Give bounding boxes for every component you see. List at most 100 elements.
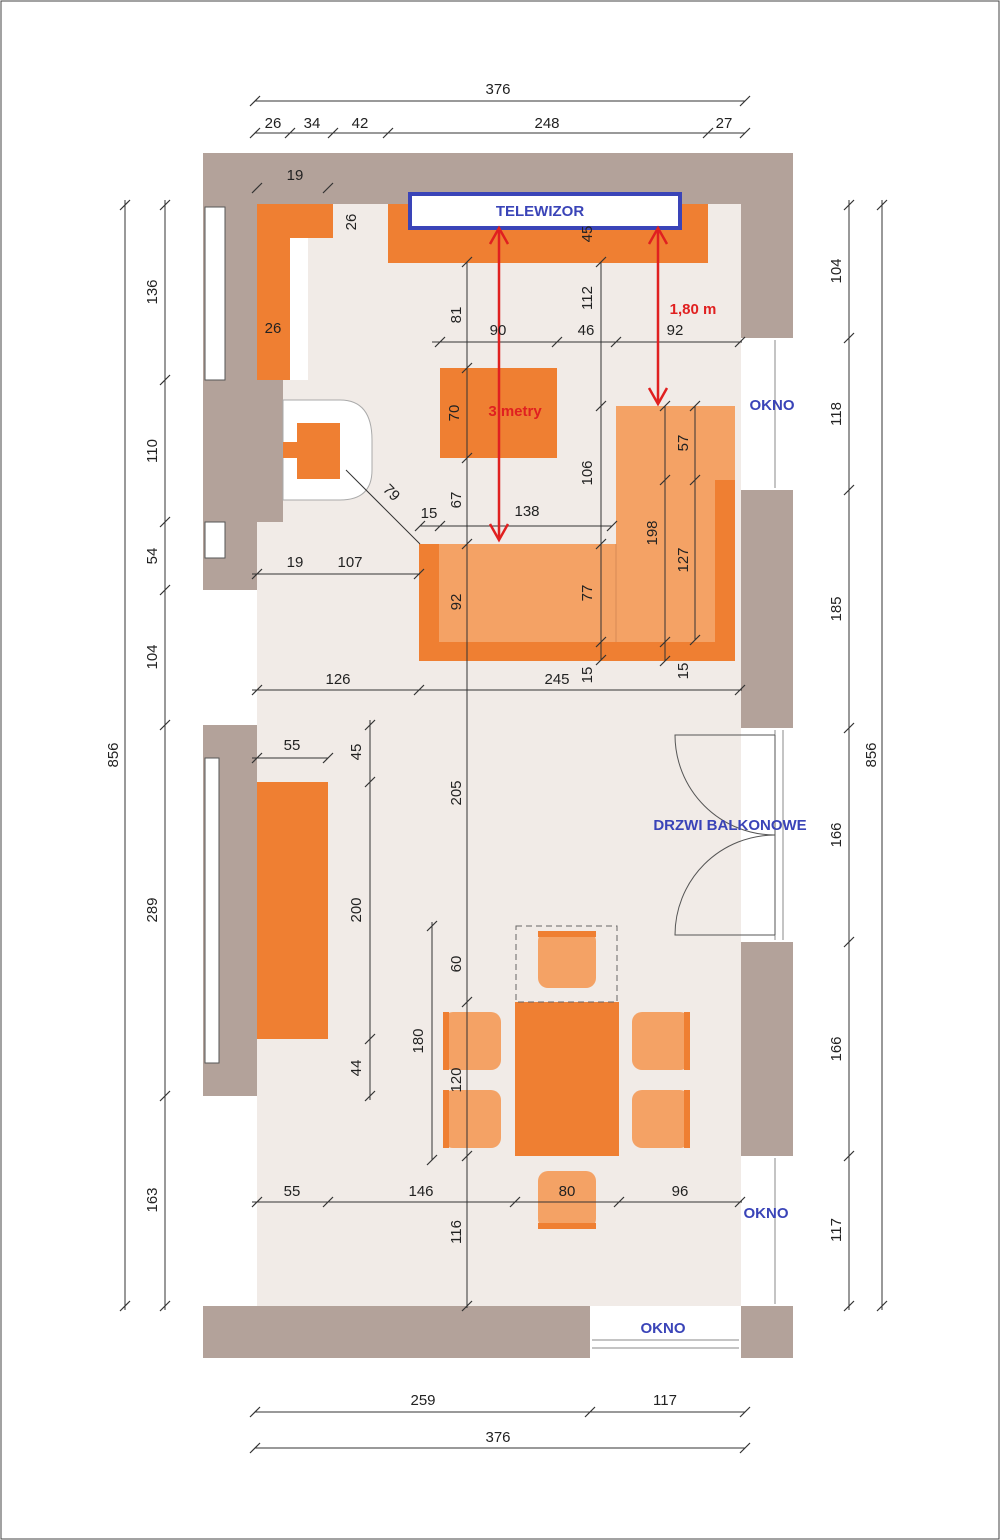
dim-tick [159,719,171,731]
dim-45-shelf: 45 [348,744,365,761]
dim-tick [509,1196,521,1208]
dim-top-seg5: 27 [716,115,733,132]
dim-tick [595,256,607,268]
dim-tick [322,752,334,764]
dim-tick [689,400,701,412]
dim-tick [689,474,701,486]
dim-tick [413,684,425,696]
label-okno-right-top: OKNO [750,397,795,414]
dim-right-total: 856 [863,742,880,767]
dim-tick [461,1300,473,1312]
dim-180: 180 [410,1028,427,1053]
label-1-80m: 1,80 m [670,301,717,318]
dim-tick [659,655,671,667]
dim-tick [739,127,751,139]
opening-right-top [741,338,793,490]
dim-126: 126 [325,671,350,688]
dim-tick [876,199,888,211]
dim-245: 245 [544,671,569,688]
label-drzwi-balkonowe: DRZWI BALKONOWE [653,817,806,834]
dim-tick [159,374,171,386]
dim-tick [413,568,425,580]
dim-tick [327,127,339,139]
dim-tick [251,182,263,194]
dim-15-a: 15 [421,505,438,522]
dim-60: 60 [448,956,465,973]
dim-tick [284,127,296,139]
dim-tick [613,1196,625,1208]
label-3-metry: 3 metry [488,403,542,420]
dim-tick [322,1196,334,1208]
dim-tick [364,1033,376,1045]
dim-top-seg2: 34 [304,115,321,132]
opening-right-bottom [741,1156,793,1306]
dim-tick [659,474,671,486]
wall-column [225,380,283,522]
dimension-lines [124,100,883,1449]
dim-right-104: 104 [828,258,845,283]
dim-90: 90 [490,322,507,339]
dim-tick [734,684,746,696]
dim-tick [595,400,607,412]
dim-15-c: 15 [675,663,692,680]
dim-tick [159,1300,171,1312]
balcony-door [674,734,776,936]
opening-bottom [590,1306,741,1358]
dim-tick [843,199,855,211]
dim-tick [876,1300,888,1312]
dim-205: 205 [448,780,465,805]
dim-right-117: 117 [828,1218,845,1242]
dim-15-b: 15 [579,667,596,684]
dim-tick [249,95,261,107]
dim-bottom-seg1: 259 [410,1392,435,1409]
dim-tick [551,336,563,348]
dim-77: 77 [579,585,596,602]
tv: TELEWIZOR [408,192,682,230]
dim-tick [659,636,671,648]
dim-left-136: 136 [144,279,161,304]
chair-left-2 [443,1090,501,1148]
dim-tick [249,127,261,139]
wall-gap-left-mid [203,590,257,725]
dim-tick [843,1150,855,1162]
dim-tick [119,199,131,211]
dim-tick [364,719,376,731]
dimension-texts: 376 26 34 42 248 27 259 117 376 856 136 … [105,81,880,1446]
dim-tick [382,127,394,139]
dim-tick [159,1090,171,1102]
dim-left-104: 104 [144,644,161,669]
dim-right-166a: 166 [828,822,845,847]
dim-26-b: 26 [265,320,282,337]
dim-70: 70 [446,405,463,422]
dim-tick [322,182,334,194]
dim-left-total: 856 [105,742,122,767]
dim-tick [734,1196,746,1208]
dim-55-top: 55 [284,737,301,754]
dim-55-bot: 55 [284,1183,301,1200]
dim-200: 200 [348,897,365,922]
dim-107: 107 [337,554,362,571]
dim-80: 80 [559,1183,576,1200]
labels: 3 metry 1,80 m OKNO DRZWI BALKONOWE OKNO… [488,301,806,1337]
dim-92-top: 92 [667,322,684,339]
dim-198: 198 [644,520,661,545]
dim-left-163: 163 [144,1187,161,1212]
dim-92-sofa: 92 [448,594,465,611]
dim-left-54: 54 [144,548,161,565]
dim-tick [434,520,446,532]
dim-81: 81 [448,307,465,324]
dim-tick [159,199,171,211]
dim-tick [251,684,263,696]
wardrobe [257,782,328,1039]
dim-tick [159,584,171,596]
dim-tick [249,1406,261,1418]
dining-table [515,1002,619,1156]
dim-106: 106 [579,460,596,485]
dim-138: 138 [514,503,539,520]
dim-tick [119,1300,131,1312]
dim-right-166b: 166 [828,1036,845,1061]
label-okno-right-bottom: OKNO [744,1205,789,1222]
dim-19-top: 19 [287,167,304,184]
dim-right-118: 118 [828,402,845,426]
